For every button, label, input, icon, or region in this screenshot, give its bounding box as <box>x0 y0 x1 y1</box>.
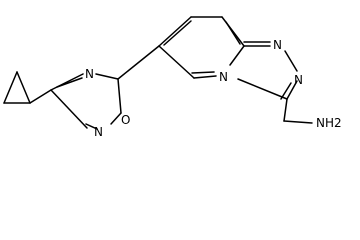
triazole-ring <box>237 41 298 100</box>
cyclopropyl-ring <box>3 71 31 104</box>
bond <box>117 45 160 80</box>
pyridine-ring <box>158 16 245 79</box>
atom-label-oxadiazole-o: O <box>121 113 130 127</box>
molecule-structure: N N O N N N NH2 <box>3 16 342 139</box>
bond <box>229 45 245 66</box>
bond <box>283 120 313 124</box>
bond <box>85 123 98 130</box>
bond <box>191 71 215 74</box>
bond <box>50 89 88 129</box>
atom-label-oxadiazole-n-lower: N <box>94 125 103 139</box>
bond <box>280 82 292 100</box>
bond <box>284 50 298 72</box>
bond <box>158 16 192 47</box>
oxadiazole-ring <box>50 73 122 130</box>
bond <box>286 80 298 100</box>
atom-label-triazole-n-upper-right: N <box>294 73 303 87</box>
atom-label-oxadiazole-n-upper: N <box>85 67 94 81</box>
bond <box>29 89 52 104</box>
bond <box>50 73 84 91</box>
atom-label-amine: NH2 <box>316 116 342 130</box>
bond <box>163 20 192 46</box>
bond <box>221 16 245 47</box>
bond <box>283 98 288 122</box>
bond <box>95 73 119 80</box>
bond <box>3 71 18 104</box>
bond <box>16 71 31 104</box>
bond <box>193 75 217 79</box>
bond <box>225 21 241 45</box>
bond <box>237 78 288 100</box>
bond <box>110 112 122 125</box>
bond <box>117 78 122 114</box>
bond <box>56 77 83 88</box>
atom-label-triazole-n-bridgehead: N <box>219 70 228 84</box>
atom-label-triazole-n-upper-left: N <box>273 38 282 52</box>
bond <box>158 45 195 79</box>
